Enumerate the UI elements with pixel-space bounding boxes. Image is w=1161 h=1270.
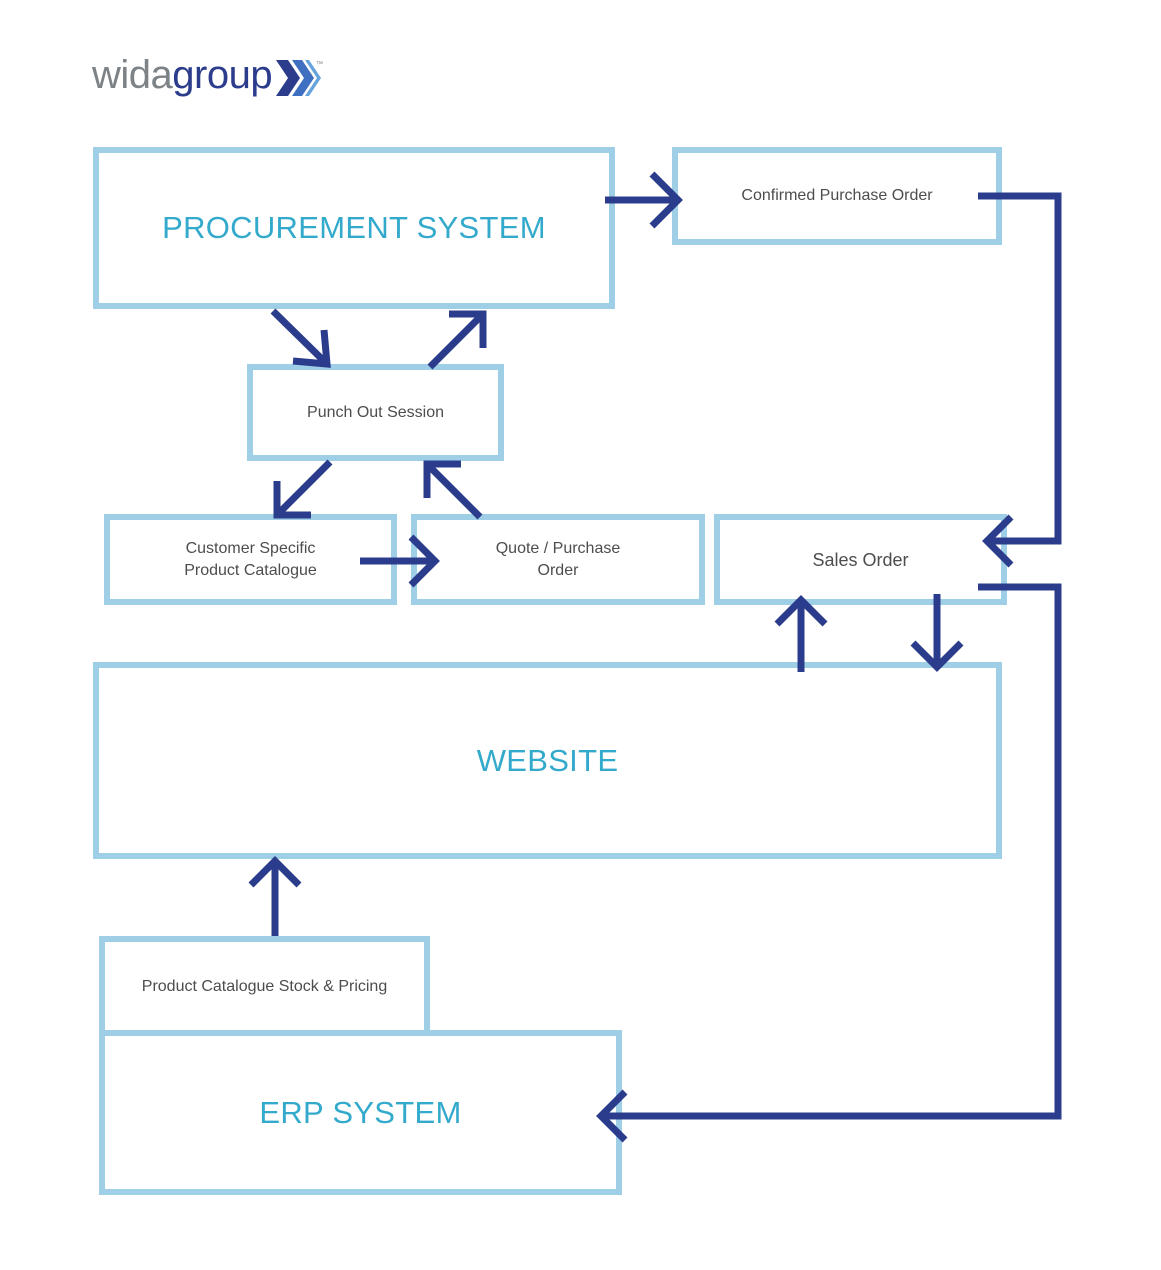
procurement-system-box: PROCUREMENT SYSTEM [93, 147, 615, 309]
quote-line-1: Quote / Purchase [495, 539, 621, 557]
catalogue-line-1: Customer Specific [185, 539, 316, 557]
quote-purchase-order-label: Quote / Purchase Order [496, 538, 621, 582]
quote-line-2: Order [537, 561, 579, 579]
customer-specific-catalogue-box: Customer Specific Product Catalogue [104, 514, 397, 605]
erp-system-box: ERP SYSTEM [99, 1030, 622, 1195]
arrow-confirmed-po-to-sales-order [978, 192, 1062, 568]
website-box: WEBSITE [93, 662, 1002, 859]
logo-text-wida: wida [92, 53, 173, 97]
arrow-punch-out-to-procurement [427, 310, 487, 370]
punch-out-session-box: Punch Out Session [247, 364, 504, 461]
arrow-catalogue-to-quote [360, 534, 440, 588]
arrow-quote-to-punch-out [423, 460, 483, 520]
arrow-punch-out-to-catalogue [273, 459, 333, 519]
stock-pricing-label: Product Catalogue Stock & Pricing [141, 977, 388, 995]
confirmed-purchase-order-label: Confirmed Purchase Order [741, 187, 933, 204]
confirmed-purchase-order-box: Confirmed Purchase Order [672, 147, 1002, 245]
customer-specific-catalogue-label: Customer Specific Product Catalogue [184, 538, 317, 582]
procurement-system-label: PROCUREMENT SYSTEM [162, 210, 546, 245]
catalogue-line-2: Product Catalogue [184, 561, 317, 579]
arrow-procurement-to-confirmed-po [605, 171, 683, 229]
website-label: WEBSITE [476, 742, 619, 778]
logo-text-group: group [172, 53, 273, 97]
arrow-stock-pricing-to-website [248, 856, 302, 936]
punch-out-session-label: Punch Out Session [307, 403, 444, 421]
arrow-sales-order-to-erp [596, 583, 1062, 1143]
chevron-logo-icon: ™ [276, 60, 323, 96]
sales-order-box: Sales Order [714, 514, 1007, 605]
arrow-website-to-sales-order [774, 595, 828, 672]
sales-order-label: Sales Order [812, 549, 909, 570]
arrow-procurement-to-punch-out [270, 308, 331, 368]
erp-system-label: ERP SYSTEM [259, 1094, 462, 1130]
arrow-sales-order-to-website [910, 594, 964, 672]
trademark-symbol: ™ [316, 61, 323, 68]
quote-purchase-order-box: Quote / Purchase Order [411, 514, 705, 605]
